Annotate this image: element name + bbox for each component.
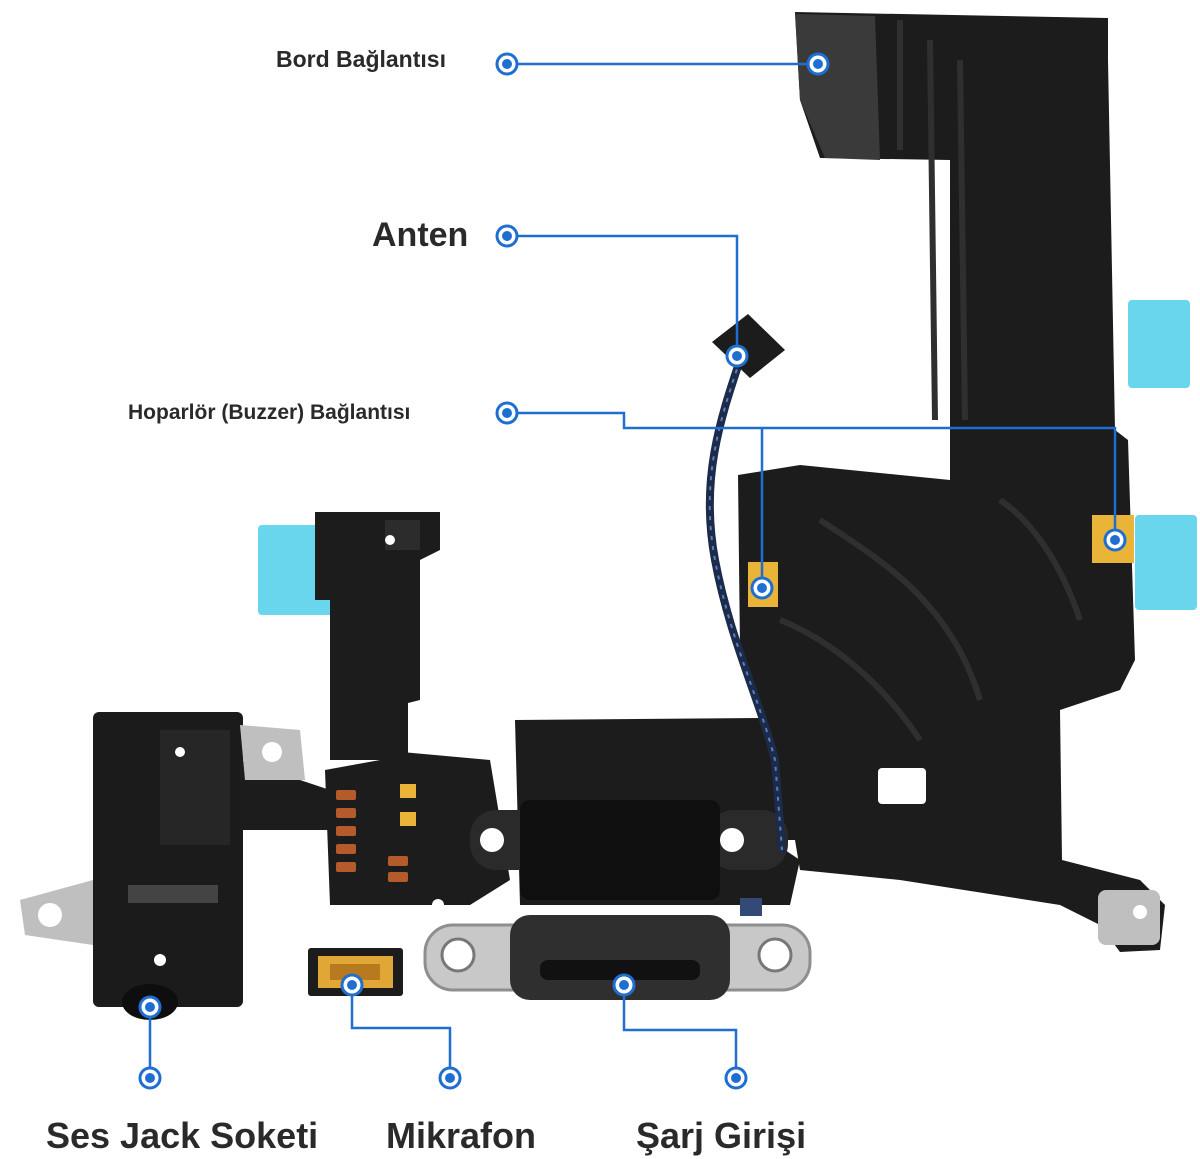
flex-window — [878, 768, 926, 804]
callout-dot-mic-part — [340, 973, 364, 997]
callout-dot-speaker-left — [750, 576, 774, 600]
callout-dot-board-label — [495, 52, 519, 76]
callout-dot-board-part — [806, 52, 830, 76]
label-audio-jack: Ses Jack Soketi — [46, 1115, 319, 1156]
callout-dot-jack-part — [138, 995, 162, 1019]
callout-dot-antenna-part — [725, 344, 749, 368]
antenna-part — [705, 314, 786, 854]
audio-jack-part — [20, 712, 330, 1020]
callout-dot-charge-part — [612, 973, 636, 997]
screw-bracket-right — [1098, 890, 1160, 945]
mic-flex — [315, 512, 440, 780]
label-charging-port: Şarj Girişi — [636, 1115, 807, 1156]
callout-line-antenna — [507, 234, 739, 356]
callout-lines — [148, 62, 1117, 1078]
callout-dot-charge-label — [724, 1066, 748, 1090]
label-speaker-connection: Hoparlör (Buzzer) Bağlantısı — [128, 401, 411, 424]
callout-dot-speaker-right — [1103, 528, 1127, 552]
component-board — [325, 750, 510, 905]
callout-line-mic — [350, 985, 452, 1078]
antenna-head — [712, 314, 785, 378]
label-antenna: Anten — [372, 216, 469, 254]
callout-dot-speaker-label — [495, 401, 519, 425]
callout-dot-jack-label — [138, 1066, 162, 1090]
adhesive-tab-upper — [1128, 300, 1190, 388]
callout-line-speaker — [507, 411, 1117, 588]
label-microphone: Mikrafon — [386, 1115, 537, 1156]
callout-line-charge — [622, 985, 738, 1078]
adhesive-tab-lower — [1135, 515, 1197, 610]
lightning-port-part — [423, 800, 812, 1000]
board-connector-plate — [795, 14, 880, 160]
callout-dots — [138, 52, 1127, 1090]
board-connector-strip — [738, 12, 1165, 952]
callout-dot-antenna-label — [495, 224, 519, 248]
callout-dot-mic-label — [438, 1066, 462, 1090]
label-board-connection: Bord Bağlantısı — [276, 46, 446, 72]
